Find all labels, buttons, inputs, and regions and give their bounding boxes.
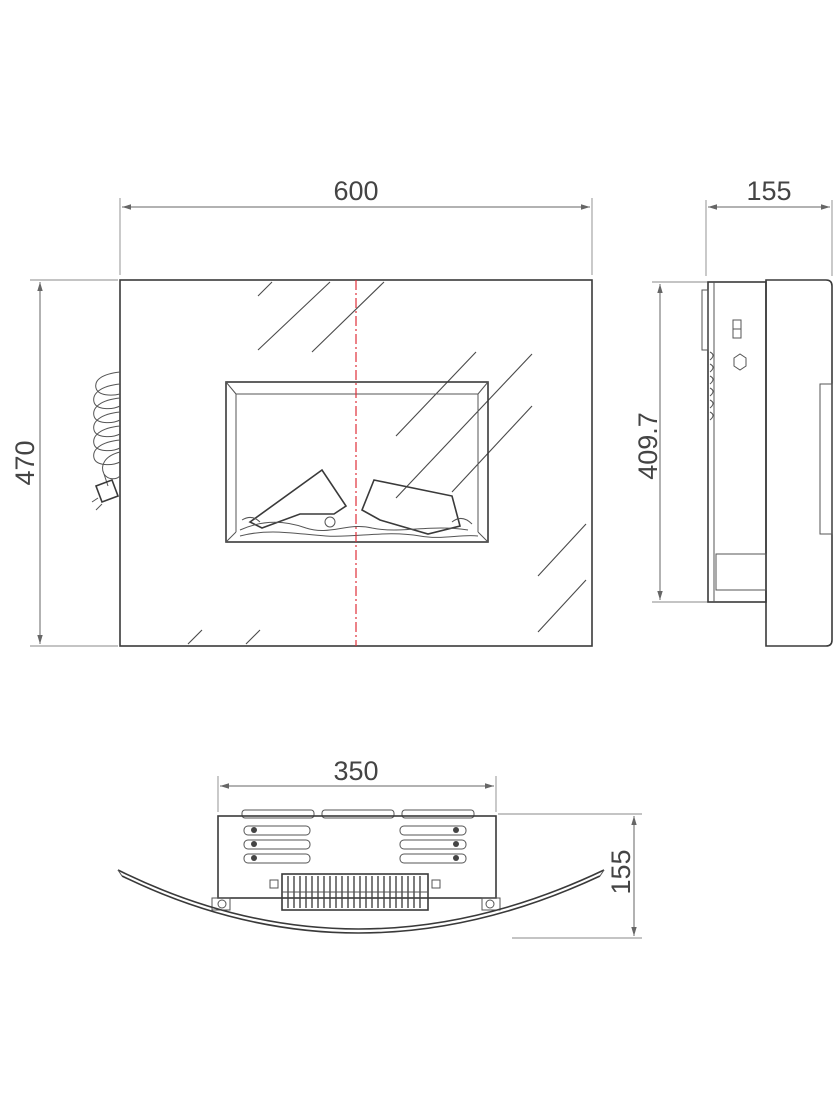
side-height-label: 409.7 — [633, 412, 663, 480]
control-knob-icon — [733, 353, 747, 371]
top-tab-right — [401, 809, 475, 819]
front-height-label: 470 — [10, 440, 40, 485]
top-body — [217, 815, 497, 899]
side-vent-slots — [709, 351, 714, 421]
curved-glass-inner — [121, 875, 601, 934]
heater-grille — [269, 873, 441, 911]
curved-glass-outer — [117, 869, 605, 930]
side-view: 155 409.7 — [633, 176, 833, 647]
top-tab-left — [241, 809, 315, 819]
front-width-label: 600 — [333, 176, 378, 206]
side-mount-plate — [715, 553, 767, 591]
side-panel-recess — [819, 383, 833, 535]
power-cord — [91, 371, 121, 511]
top-tab-center — [321, 809, 395, 819]
log-set — [239, 468, 479, 538]
top-depth-label: 155 — [606, 849, 636, 894]
louvers-right — [399, 825, 467, 864]
side-depth-label: 155 — [746, 176, 791, 206]
firebox-window — [225, 381, 489, 543]
bracket-right — [481, 897, 501, 911]
top-width-label: 350 — [333, 756, 378, 786]
front-view: 600 470 — [10, 176, 593, 647]
louvers-left — [243, 825, 311, 864]
glass-reflection-lines — [187, 281, 587, 645]
side-bracket — [701, 289, 709, 351]
side-glass-panel — [765, 279, 833, 647]
top-view: 350 155 — [117, 756, 642, 939]
screw-left-icon — [217, 899, 227, 909]
screw-right-icon — [485, 899, 495, 909]
